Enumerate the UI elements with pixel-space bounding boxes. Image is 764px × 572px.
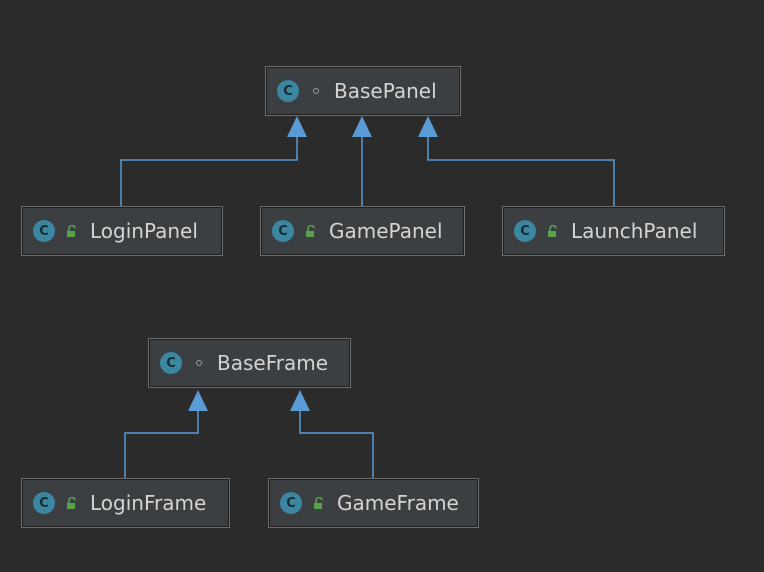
class-icon: C: [272, 220, 294, 242]
class-icon: C: [277, 80, 299, 102]
arrowhead-icon: [188, 390, 208, 411]
arrowhead-icon: [287, 116, 307, 137]
class-name: LoginPanel: [90, 219, 198, 243]
class-name: BasePanel: [334, 79, 437, 103]
edge-loginframe-baseframe: [124, 410, 199, 478]
class-icon: C: [33, 492, 55, 514]
class-node-gameframe[interactable]: C GameFrame: [268, 478, 479, 528]
class-node-loginpanel[interactable]: C LoginPanel: [21, 206, 223, 256]
arrowhead-icon: [290, 390, 310, 411]
class-icon: C: [280, 492, 302, 514]
class-icon: C: [514, 220, 536, 242]
open-lock-icon: [304, 224, 318, 238]
open-lock-icon: [65, 224, 79, 238]
class-name: LaunchPanel: [571, 219, 698, 243]
class-node-baseframe[interactable]: C BaseFrame: [148, 338, 351, 388]
package-private-icon: [309, 84, 323, 98]
package-private-icon: [192, 356, 206, 370]
class-name: LoginFrame: [90, 491, 207, 515]
arrowhead-icon: [418, 116, 438, 137]
class-name: GameFrame: [337, 491, 459, 515]
edge-loginpanel-basepanel: [120, 136, 298, 206]
edge-launchpanel-basepanel: [427, 136, 615, 206]
class-icon: C: [160, 352, 182, 374]
open-lock-icon: [312, 496, 326, 510]
class-node-launchpanel[interactable]: C LaunchPanel: [502, 206, 725, 256]
class-node-loginframe[interactable]: C LoginFrame: [21, 478, 230, 528]
class-icon: C: [33, 220, 55, 242]
open-lock-icon: [65, 496, 79, 510]
class-node-gamepanel[interactable]: C GamePanel: [260, 206, 465, 256]
edge-gameframe-baseframe: [299, 410, 374, 478]
class-name: GamePanel: [329, 219, 443, 243]
class-node-basepanel[interactable]: C BasePanel: [265, 66, 461, 116]
class-name: BaseFrame: [217, 351, 329, 375]
arrowhead-icon: [352, 116, 372, 137]
open-lock-icon: [546, 224, 560, 238]
